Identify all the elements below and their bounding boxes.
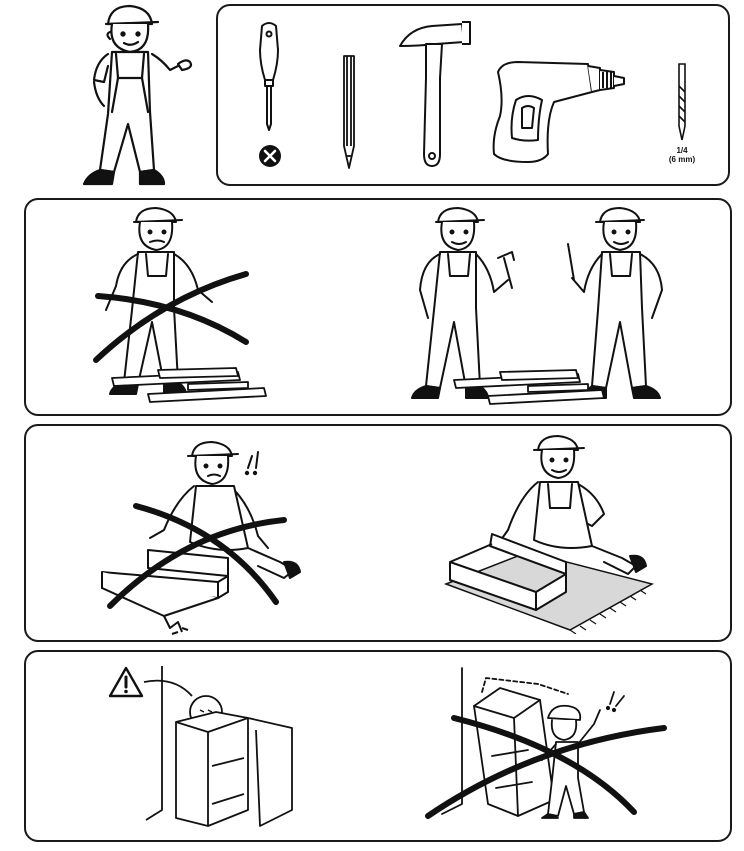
drill-bit-icon	[678, 63, 686, 141]
warning-icon	[108, 666, 144, 698]
soft-floor-scene	[443, 435, 654, 634]
single-worker-cross-icon	[93, 271, 249, 363]
drill-bit-size-label: 1/4 (6 mm)	[662, 146, 702, 164]
tipping-cabinet-cross-icon	[425, 715, 667, 819]
two-workers-scene	[411, 207, 663, 405]
hammer-icon	[399, 21, 471, 167]
tools-panel	[216, 4, 730, 186]
worker-pointing	[82, 4, 193, 186]
wall-anchor-panel	[24, 650, 732, 842]
screwdriver-icon	[259, 22, 279, 131]
drill-bit-size-metric: (6 mm)	[668, 155, 696, 164]
pencil-icon	[343, 55, 355, 169]
power-drill-icon	[492, 61, 625, 163]
drill-bit-size-fraction: 1/4	[676, 146, 688, 155]
not-allowed-icon	[259, 145, 281, 167]
hard-floor-cross-icon	[107, 503, 287, 609]
tipping-cabinet-scene	[441, 667, 625, 819]
anchored-cabinet-scene	[143, 666, 293, 827]
